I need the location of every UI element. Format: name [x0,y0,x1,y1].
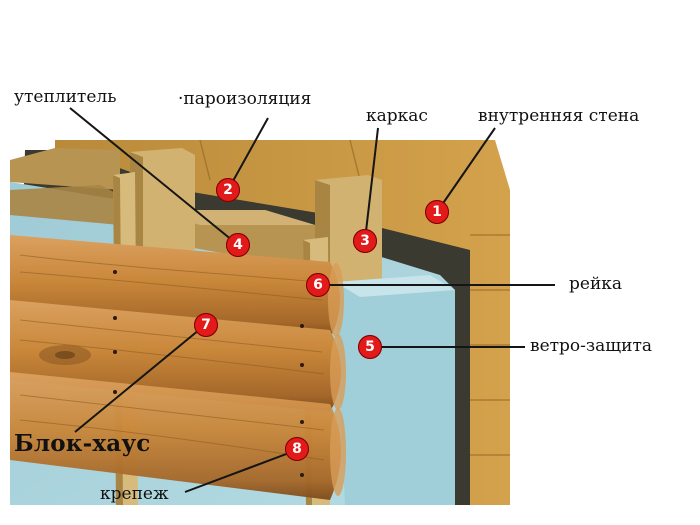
marker-wind-barrier: 5 [358,335,382,359]
leader-insulation [69,107,239,246]
leader-inner-wall [436,127,496,213]
leader-vapor-barrier [227,117,269,191]
block-house-logs [10,235,346,500]
frame-board-left-2 [10,185,120,225]
label-insulation: утеплитель [14,87,117,107]
inner-wall-seams [199,139,510,456]
leader-frame [364,127,379,241]
leader-block-house [74,324,206,433]
marker-vapor-barrier: 2 [216,178,240,202]
marker-block-house: 7 [194,313,218,337]
marker-fastener: 8 [285,437,309,461]
marker-inner-wall: 1 [425,200,449,224]
leader-lines [69,107,555,493]
label-frame: каркас [366,106,428,126]
label-fastener: крепеж [100,484,169,504]
wind-barrier-panel [335,275,455,505]
label-batten: рейка [569,274,623,294]
marker-insulation: 4 [226,233,250,257]
label-inner-wall: внутренняя стена [478,106,640,126]
label-block-house: Блок-хаус [14,430,151,457]
frame-board-left [10,148,120,190]
marker-batten: 6 [306,273,330,297]
marker-frame: 3 [353,229,377,253]
label-vapor-barrier-text: пароизоляция [183,89,312,109]
label-vapor-barrier: ·пароизоляция [178,89,312,109]
label-wind-barrier: ветро-защита [530,336,652,356]
leader-fastener [184,449,298,493]
